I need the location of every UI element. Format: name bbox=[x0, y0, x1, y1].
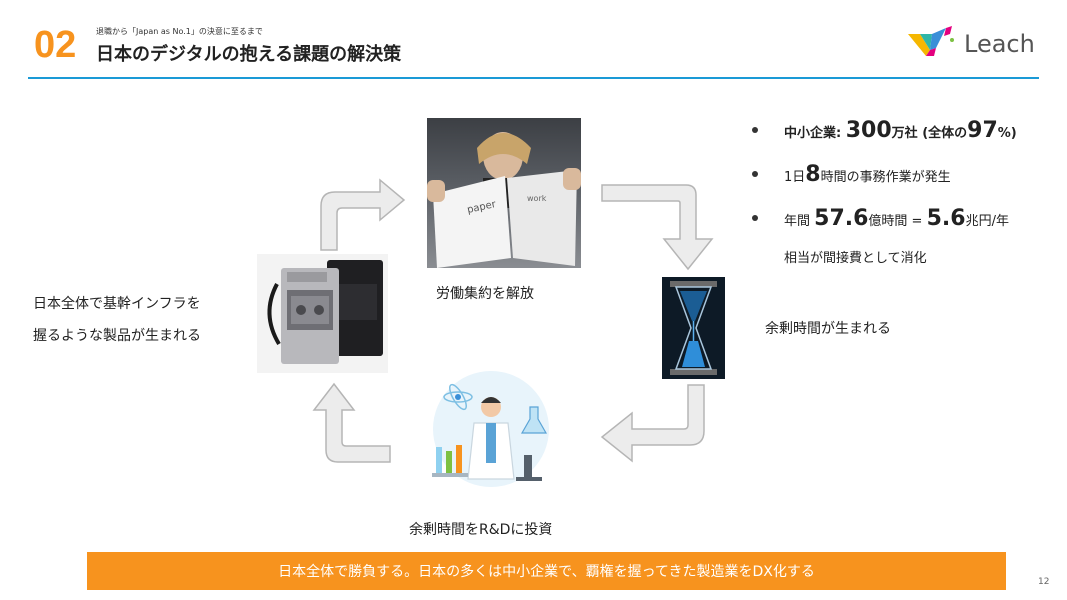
section-subtitle: 退職から「Japan as No.1」の決意に至るまで bbox=[96, 27, 263, 36]
header-divider bbox=[28, 77, 1039, 79]
paper-word-2: work bbox=[527, 194, 547, 203]
fact-sme-label: 中小企業: bbox=[784, 125, 846, 141]
fact-annual-yen: 5.6 bbox=[926, 205, 966, 231]
fact-annual-label: 年間 bbox=[784, 213, 815, 229]
fact-sme-percent: 97 bbox=[967, 117, 998, 143]
caption-invest-rd: 余剰時間をR&Dに投資 bbox=[409, 522, 553, 538]
paperwork-image: paper work bbox=[427, 118, 581, 268]
cassette-recorder-image bbox=[257, 254, 388, 373]
fact-sme-count: 中小企業: 300万社 (全体の97%) bbox=[752, 108, 1052, 152]
fact-annual-hours: 57.6 bbox=[814, 205, 869, 231]
facts-list: 中小企業: 300万社 (全体の97%) 1日8時間の事務作業が発生 年間 57… bbox=[752, 108, 1052, 272]
fact-sme-unit: 万社 (全体の bbox=[891, 125, 968, 141]
arrow-bottom-to-left bbox=[312, 382, 391, 463]
fact-daily-text: 時間の事務作業が発生 bbox=[820, 169, 951, 185]
fact-daily-label: 1日 bbox=[784, 169, 806, 185]
hourglass-image bbox=[662, 277, 725, 379]
section-number: 02 bbox=[34, 24, 77, 66]
bullet-dot bbox=[752, 127, 758, 133]
caption-surplus-time: 余剰時間が生まれる bbox=[765, 321, 891, 337]
company-logo: Leach bbox=[906, 26, 1035, 62]
fact-annual-unit: 億時間 = bbox=[868, 213, 927, 229]
caption-release-labor: 労働集約を解放 bbox=[436, 286, 534, 302]
fact-sme-percent-sign: %) bbox=[997, 125, 1017, 141]
fact-annual-cost: 年間 57.6億時間 = 5.6兆円/年 bbox=[752, 196, 1052, 240]
arrow-right-to-bottom bbox=[600, 384, 705, 463]
leach-logo-icon bbox=[908, 26, 954, 56]
scientist-image bbox=[396, 367, 586, 493]
bullet-dot bbox=[752, 171, 758, 177]
arrow-top-to-right bbox=[601, 184, 714, 271]
fact-daily-number: 8 bbox=[805, 161, 821, 187]
fact-annual-cost-line2: 相当が間接費として消化 bbox=[752, 240, 1052, 272]
page-number: 12 bbox=[1038, 577, 1050, 587]
fact-annual-yen-unit: 兆円/年 bbox=[965, 213, 1009, 229]
arrow-left-to-top bbox=[320, 178, 406, 251]
fact-daily-hours: 1日8時間の事務作業が発生 bbox=[752, 152, 1052, 196]
caption-infrastructure-line2: 握るような製品が生まれる bbox=[33, 328, 201, 344]
bullet-dot bbox=[752, 215, 758, 221]
fact-sme-number: 300 bbox=[845, 117, 892, 143]
fact-annual-note: 相当が間接費として消化 bbox=[784, 250, 927, 266]
conclusion-banner: 日本全体で勝負する。日本の多くは中小企業で、覇権を握ってきた製造業をDX化する bbox=[87, 552, 1006, 590]
logo-text: Leach bbox=[964, 30, 1035, 58]
page-title: 日本のデジタルの抱える課題の解決策 bbox=[96, 44, 402, 65]
caption-infrastructure-line1: 日本全体で基幹インフラを bbox=[33, 296, 201, 312]
